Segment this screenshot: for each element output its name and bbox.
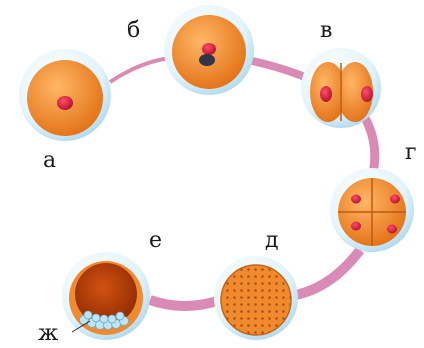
label-stage-a: а — [43, 150, 56, 172]
label-stage-v: в — [320, 20, 332, 42]
label-stage-b: б — [127, 20, 140, 42]
stage-g-four-cell — [330, 168, 414, 252]
label-stage-d: д — [265, 230, 279, 252]
label-stage-e: е — [149, 230, 162, 252]
stage-b-pronuclei — [164, 5, 254, 95]
stage-v-two-cell — [301, 48, 381, 128]
stage-d-morula — [214, 256, 298, 340]
label-zh: ж — [38, 323, 58, 345]
label-stage-g: г — [405, 142, 417, 164]
stage-a-zygote — [19, 49, 111, 141]
stage-e-blastocyst — [62, 252, 150, 340]
